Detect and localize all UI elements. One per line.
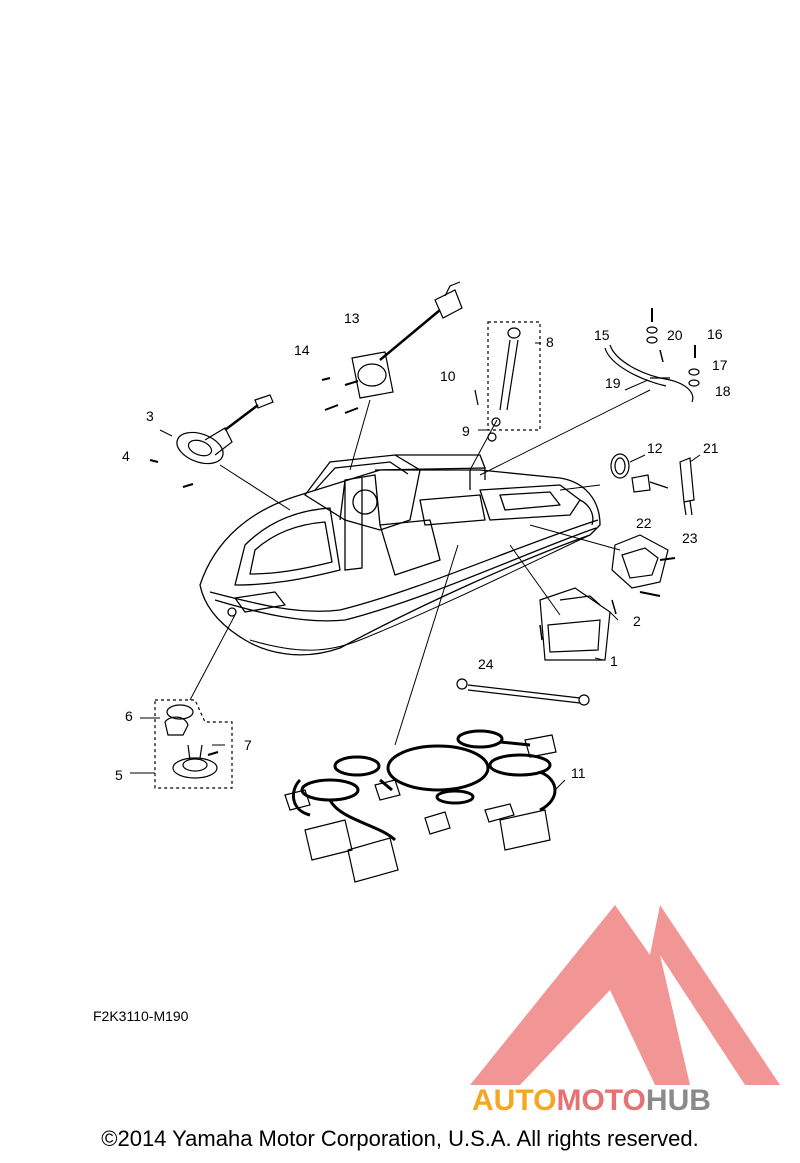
callout-9: 9: [462, 423, 470, 439]
watermark-hub: HUB: [646, 1084, 711, 1117]
watermark-moto: MOTO: [556, 1084, 645, 1117]
callout-14: 14: [294, 342, 310, 358]
callout-19: 19: [605, 375, 621, 391]
callout-5: 5: [115, 767, 123, 783]
callout-13: 13: [344, 310, 360, 326]
callout-4: 4: [122, 448, 130, 464]
callout-10: 10: [440, 368, 456, 384]
part-19-bracket: [604, 308, 700, 403]
part-13-mount-plate: [321, 281, 463, 414]
callout-labels: 1 2 3 4 5 6 7 8 9 10 11 12 13 14 15 16 1…: [115, 310, 731, 783]
part-11-wire-harness: [291, 729, 557, 842]
windshield-frame: [304, 454, 486, 571]
callout-11: 11: [571, 765, 586, 781]
callout-16: 16: [707, 326, 723, 342]
watermark-text: AUTOMOTOHUB: [472, 1084, 711, 1117]
callout-22: 22: [636, 515, 652, 531]
callout-23: 23: [682, 530, 698, 546]
part-12-grommet: [610, 453, 669, 493]
part-11-connectors: [284, 734, 557, 883]
watermark-auto: AUTO: [472, 1084, 556, 1117]
callout-17: 17: [712, 357, 728, 373]
callout-6: 6: [125, 708, 133, 724]
leader-lines: [159, 389, 651, 746]
watermark-logo-icon: [470, 905, 780, 1085]
callout-2: 2: [633, 613, 641, 629]
part-3-sensor: [149, 394, 274, 488]
boat-hull: [199, 469, 601, 656]
part-22-control-box: [611, 534, 676, 597]
callout-8: 8: [546, 334, 554, 350]
callout-24: 24: [478, 656, 494, 672]
callout-15: 15: [594, 327, 610, 343]
callout-3: 3: [146, 408, 154, 424]
callout-7: 7: [244, 737, 252, 753]
part-21-sensor: [679, 457, 695, 516]
part-1-tray: [539, 587, 617, 661]
callout-1: 1: [610, 653, 618, 669]
callout-21: 21: [703, 440, 719, 456]
part-24-cable: [456, 678, 590, 706]
callout-18: 18: [715, 383, 731, 399]
reference-code: F2K3110-M190: [93, 1008, 189, 1024]
copyright-notice: ©2014 Yamaha Motor Corporation, U.S.A. A…: [101, 1126, 699, 1151]
callout-12: 12: [647, 440, 663, 456]
callout-20: 20: [667, 327, 683, 343]
part-8-tube: [474, 321, 541, 442]
callout-leaders: [130, 342, 701, 791]
part-5-drain-plug: [154, 699, 233, 789]
